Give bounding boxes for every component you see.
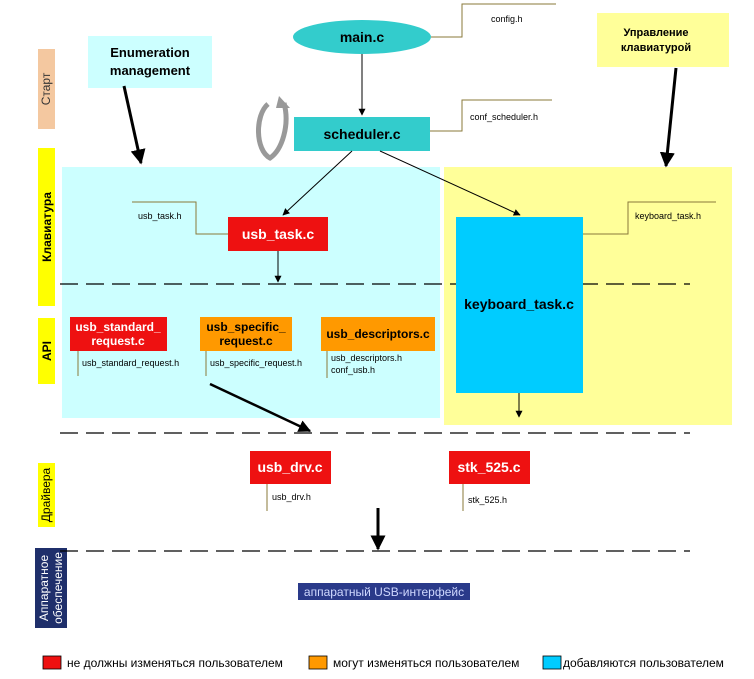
file-main — [293, 20, 431, 54]
file-usb-drv — [250, 451, 331, 484]
legend-swatch-red — [42, 655, 62, 670]
file-keyboard-task — [456, 217, 583, 393]
file-usb-standard-request-l1: usb_standard_ — [75, 320, 161, 334]
note-keyboard-mgmt — [597, 13, 729, 67]
file-scheduler-label: scheduler.c — [323, 126, 400, 142]
note-enumeration-l2: management — [110, 63, 191, 78]
arrow-api-drivers — [209, 382, 312, 433]
arrow-scheduler-keyboard-task — [379, 150, 521, 216]
header-usb-specific-request: usb_specific_request.h — [210, 358, 302, 368]
arrow-scheduler-usb-task — [282, 150, 353, 216]
connector-usb-task — [132, 201, 228, 235]
legend-label-red: не должны изменяться пользователем — [67, 656, 283, 670]
file-usb-drv-label: usb_drv.c — [257, 459, 322, 475]
header-conf-usb: conf_usb.h — [331, 365, 375, 375]
header-usb-standard-request: usb_standard_request.h — [82, 358, 179, 368]
file-usb-standard-request — [70, 317, 167, 351]
file-usb-task-label: usb_task.c — [242, 226, 315, 242]
file-scheduler — [294, 117, 430, 151]
band-hardware — [35, 548, 67, 628]
band-keyboard-label: Клавиатура — [40, 192, 54, 262]
note-keyboard-mgmt-l1: Управление — [623, 27, 688, 39]
usb-region — [62, 167, 440, 418]
note-enumeration-l1: Enumeration — [110, 45, 190, 60]
arrow-keyboard-mgmt — [659, 67, 678, 168]
file-main-label: main.c — [340, 29, 385, 45]
file-usb-descriptors-label: usb_descriptors.c — [326, 327, 430, 341]
header-usb-drv: usb_drv.h — [272, 492, 311, 502]
legend-swatch-orange — [308, 655, 328, 670]
band-hardware-label-1: Аппаратное — [37, 555, 51, 622]
header-conf-scheduler: conf_scheduler.h — [470, 112, 538, 122]
header-config: config.h — [491, 14, 523, 24]
legend-swatch-cyan — [542, 655, 562, 670]
file-stk-525-label: stk_525.c — [457, 459, 520, 475]
header-keyboard-task: keyboard_task.h — [635, 211, 701, 221]
file-usb-specific-request-l2: request.c — [219, 334, 273, 348]
band-drivers-label: Драйвера — [39, 467, 53, 522]
file-stk-525 — [449, 451, 530, 484]
file-usb-standard-request-l2: request.c — [91, 334, 145, 348]
band-drivers — [38, 463, 55, 527]
legend-label-cyan: добавляются пользователем — [563, 656, 724, 670]
file-usb-specific-request-l1: usb_specific_ — [206, 320, 286, 334]
legend: не должны изменяться пользователем могут… — [42, 655, 724, 670]
header-usb-task: usb_task.h — [138, 211, 182, 221]
band-start — [38, 49, 55, 129]
file-usb-task — [228, 217, 328, 251]
file-usb-descriptors — [321, 317, 435, 351]
note-keyboard-mgmt-l2: клавиатурой — [621, 42, 691, 54]
band-start-label: Старт — [39, 72, 53, 105]
file-keyboard-task-label: keyboard_task.c — [464, 296, 574, 312]
band-hardware-label-2: обеспечение — [51, 552, 65, 624]
arrow-enumeration — [122, 85, 146, 165]
header-usb-descriptors: usb_descriptors.h — [331, 353, 402, 363]
connector-conf-scheduler — [430, 99, 552, 132]
loop-arrowhead-icon — [276, 96, 290, 108]
header-stk-525: stk_525.h — [468, 495, 507, 505]
band-api — [38, 318, 55, 384]
connector-keyboard-task — [583, 201, 716, 235]
band-keyboard — [38, 148, 55, 306]
hardware-usb-interface-label: аппаратный USB-интерфейс — [304, 585, 464, 599]
file-usb-specific-request — [200, 317, 292, 351]
hardware-usb-interface — [298, 583, 470, 600]
connector-config — [431, 3, 556, 38]
note-enumeration — [88, 36, 212, 88]
loop-icon — [256, 102, 289, 161]
legend-label-orange: могут изменяться пользователем — [333, 656, 519, 670]
band-api-label: API — [40, 341, 54, 361]
